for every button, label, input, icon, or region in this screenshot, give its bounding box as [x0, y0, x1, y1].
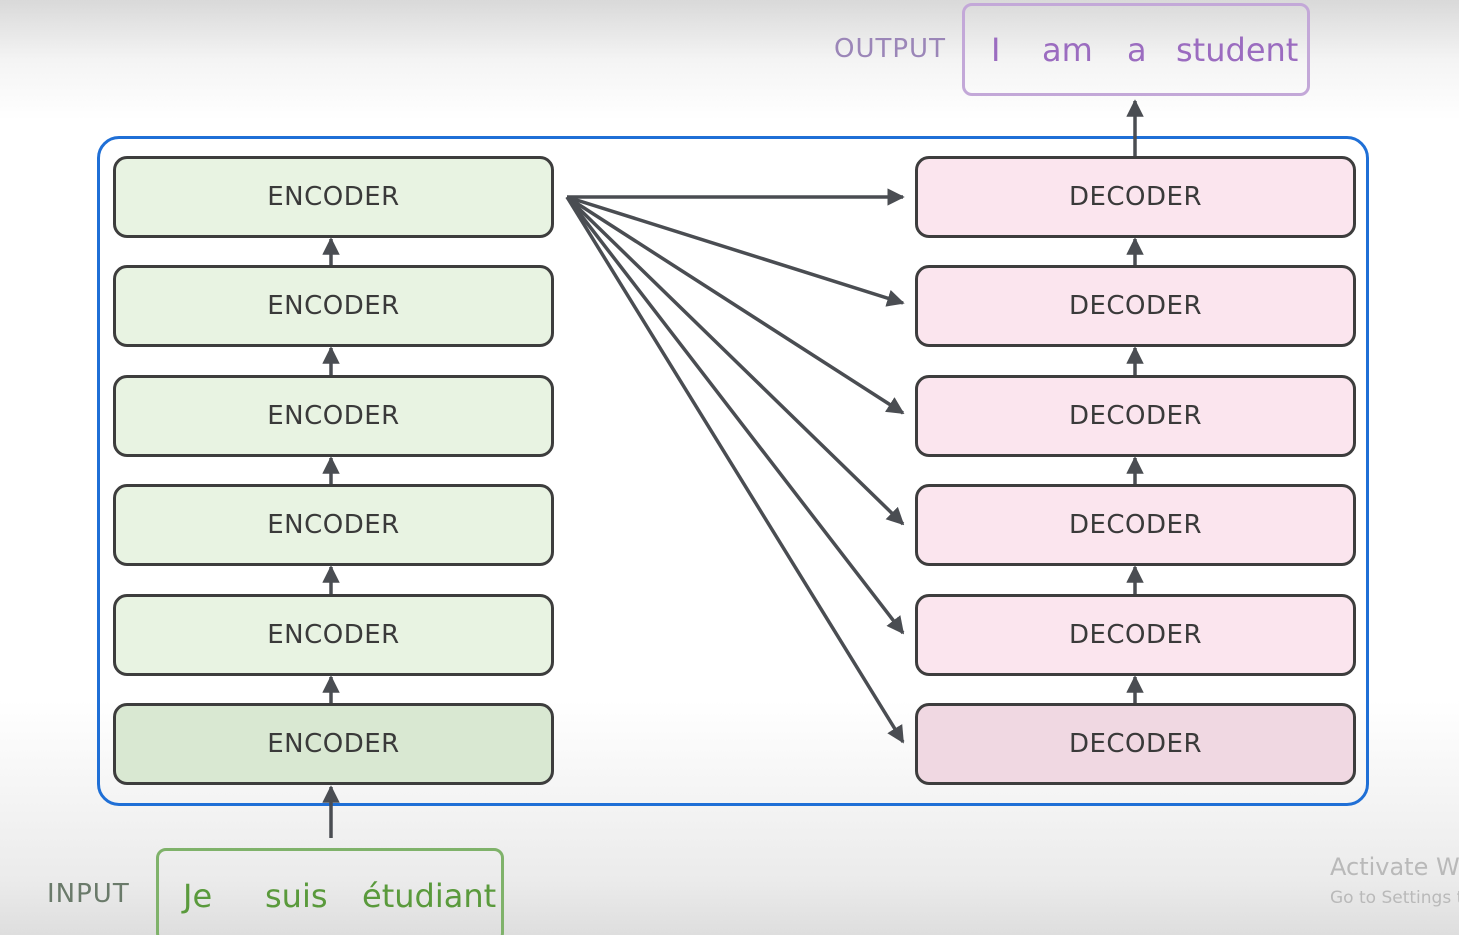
transformer-frame: [97, 136, 1369, 806]
encoder-label: ENCODER: [267, 401, 400, 431]
encoder-block-2: ENCODER: [113, 594, 554, 676]
encoder-block-6: ENCODER: [113, 156, 554, 238]
decoder-block-3: DECODER: [915, 484, 1356, 566]
decoder-label: DECODER: [1068, 729, 1203, 759]
output-token: am: [1042, 30, 1093, 69]
input-tokens-box: Je suis étudiant: [156, 848, 504, 935]
encoder-block-1: ENCODER: [113, 703, 554, 785]
decoder-label: DECODER: [1068, 620, 1203, 650]
output-token: I: [991, 30, 1001, 69]
decoder-label: DECODER: [1068, 510, 1203, 540]
encoder-label: ENCODER: [267, 729, 400, 759]
input-token: suis: [265, 876, 328, 915]
fan-arrow-to-decoder-3: [565, 195, 905, 526]
fan-arrow-to-decoder-2: [565, 195, 905, 635]
output-tokens-box: I am a student: [962, 3, 1310, 96]
output-label: OUTPUT: [834, 34, 946, 64]
encoder-block-3: ENCODER: [113, 484, 554, 566]
decoder-block-6: DECODER: [915, 156, 1356, 238]
encoder-block-5: ENCODER: [113, 265, 554, 347]
encoder-label: ENCODER: [267, 620, 400, 650]
decoder-label: DECODER: [1068, 182, 1203, 212]
activation-watermark-subtitle: Go to Settings t: [1330, 888, 1459, 908]
fan-arrow-to-decoder-5: [566, 195, 905, 307]
fan-arrow-to-decoder-4: [566, 195, 905, 415]
decoder-block-1: DECODER: [915, 703, 1356, 785]
decoder-block-4: DECODER: [915, 375, 1356, 457]
encoder-label: ENCODER: [267, 182, 400, 212]
encoder-block-4: ENCODER: [113, 375, 554, 457]
fan-arrow-to-decoder-1: [565, 196, 905, 744]
activation-watermark-title: Activate Wi: [1330, 853, 1459, 881]
input-label: INPUT: [47, 879, 130, 909]
input-token: Je: [183, 876, 213, 915]
decoder-block-5: DECODER: [915, 265, 1356, 347]
output-token: a: [1127, 30, 1147, 69]
decoder-label: DECODER: [1068, 291, 1203, 321]
encoder-label: ENCODER: [267, 510, 400, 540]
input-token: étudiant: [362, 876, 497, 915]
decoder-block-2: DECODER: [915, 594, 1356, 676]
decoder-label: DECODER: [1068, 401, 1203, 431]
encoder-label: ENCODER: [267, 291, 400, 321]
output-token: student: [1176, 30, 1299, 69]
